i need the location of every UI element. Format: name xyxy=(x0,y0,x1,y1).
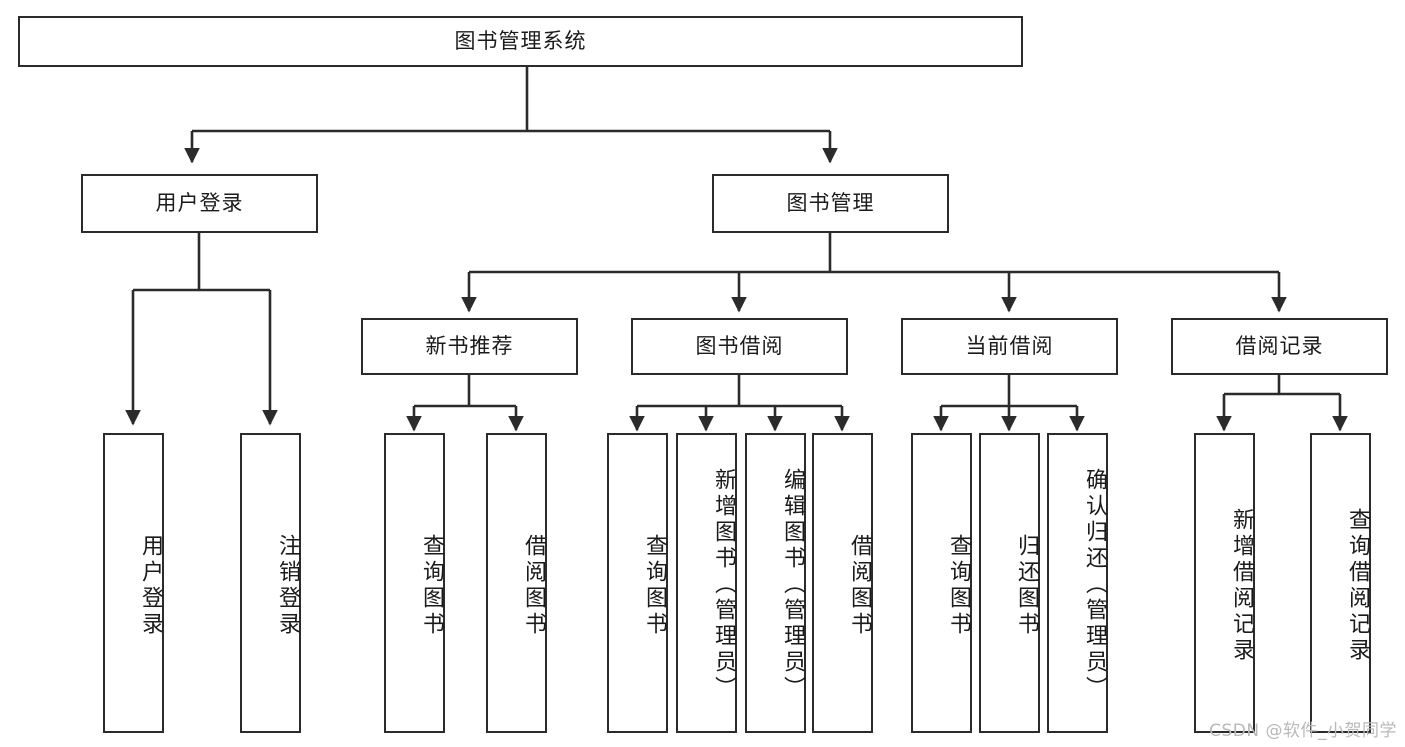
node-label: 查询图书 xyxy=(946,534,971,638)
node-label: 用户登录 xyxy=(138,534,163,638)
leaf-edit-book[interactable]: 编辑图书（管理员） xyxy=(745,433,806,733)
watermark: CSDN @软件_小贺同学 xyxy=(1209,721,1397,741)
node-book-borrow[interactable]: 图书借阅 xyxy=(631,318,848,375)
node-label: 借阅记录 xyxy=(1235,333,1324,358)
node-borrow-record[interactable]: 借阅记录 xyxy=(1171,318,1388,375)
leaf-logout-login[interactable]: 注销登录 xyxy=(240,433,301,733)
node-label: 查询借阅记录 xyxy=(1345,508,1370,664)
node-label: 借阅图书 xyxy=(521,534,546,638)
node-label: 借阅图书 xyxy=(847,534,872,638)
leaf-query-book-1[interactable]: 查询图书 xyxy=(384,433,445,733)
leaf-borrow-book-2[interactable]: 借阅图书 xyxy=(812,433,873,733)
node-label: 注销登录 xyxy=(275,534,300,638)
node-current-borrow[interactable]: 当前借阅 xyxy=(901,318,1118,375)
node-new-book-rec[interactable]: 新书推荐 xyxy=(361,318,578,375)
node-label: 新书推荐 xyxy=(425,333,514,358)
node-user-login[interactable]: 用户登录 xyxy=(81,174,318,233)
node-label: 图书管理系统 xyxy=(454,28,587,53)
node-label: 用户登录 xyxy=(155,190,244,215)
node-label: 查询图书 xyxy=(419,534,444,638)
leaf-user-login[interactable]: 用户登录 xyxy=(103,433,164,733)
node-label: 图书管理 xyxy=(786,190,875,215)
node-label: 新增图书（管理员） xyxy=(711,468,736,702)
node-book-manage[interactable]: 图书管理 xyxy=(712,174,949,233)
leaf-borrow-book-1[interactable]: 借阅图书 xyxy=(486,433,547,733)
leaf-add-book[interactable]: 新增图书（管理员） xyxy=(676,433,737,733)
leaf-add-record[interactable]: 新增借阅记录 xyxy=(1194,433,1255,733)
node-label: 编辑图书（管理员） xyxy=(780,468,805,702)
leaf-query-record[interactable]: 查询借阅记录 xyxy=(1310,433,1371,733)
node-root[interactable]: 图书管理系统 xyxy=(18,16,1023,67)
node-label: 当前借阅 xyxy=(965,333,1054,358)
leaf-return-book[interactable]: 归还图书 xyxy=(979,433,1040,733)
leaf-query-book-2[interactable]: 查询图书 xyxy=(607,433,668,733)
node-label: 图书借阅 xyxy=(695,333,784,358)
leaf-query-book-3[interactable]: 查询图书 xyxy=(911,433,972,733)
node-label: 新增借阅记录 xyxy=(1229,508,1254,664)
node-label: 归还图书 xyxy=(1014,534,1039,638)
leaf-confirm-return[interactable]: 确认归还（管理员） xyxy=(1047,433,1108,733)
node-label: 查询图书 xyxy=(642,534,667,638)
node-label: 确认归还（管理员） xyxy=(1082,468,1107,702)
